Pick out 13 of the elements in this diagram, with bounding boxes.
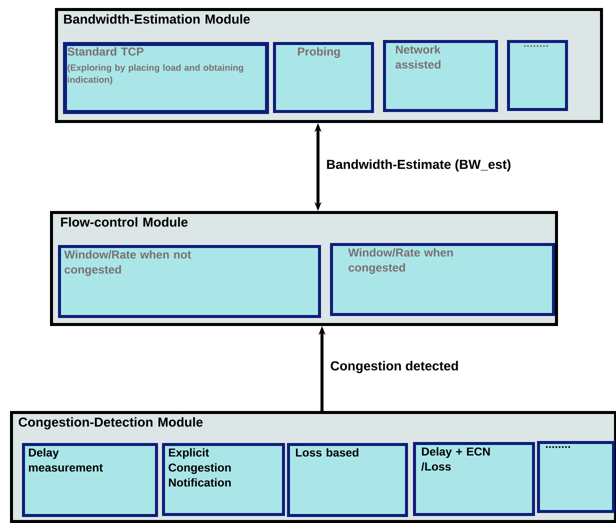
method-box: ........	[507, 40, 568, 111]
method-box: Window/Rate when congested	[330, 243, 555, 316]
method-box: Network assisted	[383, 40, 498, 112]
edge-label: Bandwidth-Estimate (BW_est)	[327, 159, 510, 172]
method-box: Window/Rate when not congested	[58, 245, 321, 318]
method-box: Standard TCP (Exploring by placing load and obtaining indication)	[63, 42, 269, 114]
method-box: Explicit Congestion Notification	[162, 443, 285, 516]
method-box: Delay measurement	[22, 443, 158, 517]
method-box: Probing	[273, 42, 374, 113]
edge-label: Congestion detected	[330, 360, 458, 374]
method-box: Delay + ECN /Loss	[413, 442, 535, 516]
method-box: Loss based	[287, 443, 408, 517]
method-box: ........	[537, 441, 615, 513]
